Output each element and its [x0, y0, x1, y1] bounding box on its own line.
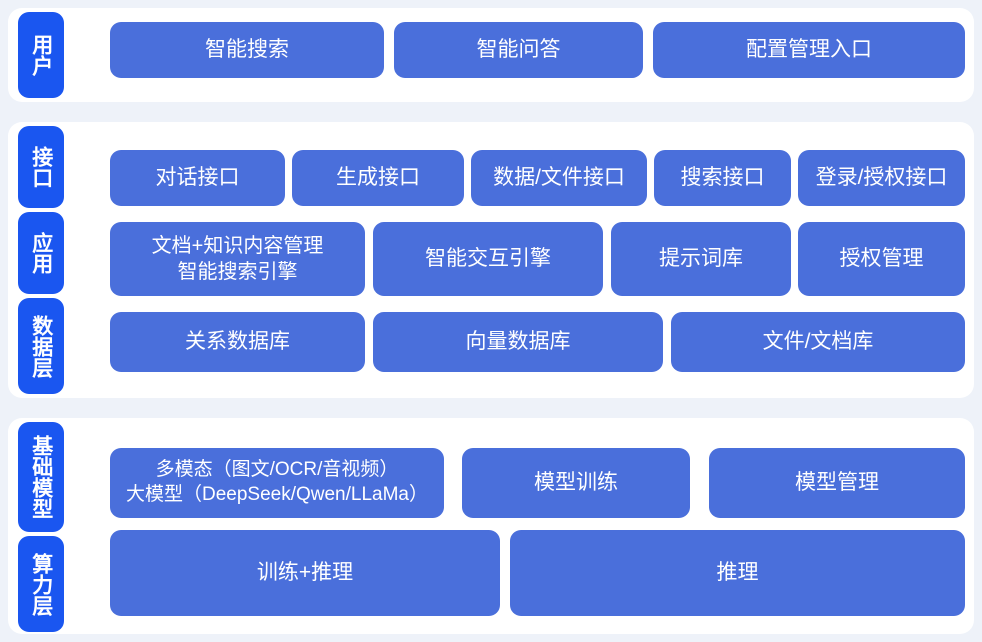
layer-tag-interface-label: 接口: [29, 146, 53, 188]
box-login-auth-interface-label: 登录/授权接口: [815, 166, 948, 190]
layer-tag-application-label: 应用: [29, 232, 53, 274]
box-dialog-interface[interactable]: 对话接口: [110, 150, 285, 206]
box-vector-database-label: 向量数据库: [465, 330, 571, 354]
box-inference-label: 推理: [716, 561, 759, 585]
box-smart-search[interactable]: 智能搜索: [110, 22, 384, 78]
box-relational-database-label: 关系数据库: [185, 330, 290, 354]
layer-tag-interface: 接口: [18, 126, 64, 208]
layer-tag-compute-label: 算力层: [29, 552, 53, 616]
box-file-document-store-label: 文件/文档库: [762, 330, 874, 354]
layer-tag-user-label: 用户: [29, 34, 53, 76]
layer-tag-application: 应用: [18, 212, 64, 294]
box-doc-knowledge-management-line2: 智能搜索引擎: [177, 261, 298, 283]
box-doc-knowledge-management[interactable]: 文档+知识内容管理 智能搜索引擎: [110, 222, 365, 296]
box-data-file-interface-label: 数据/文件接口: [493, 166, 625, 190]
box-smart-interaction-engine[interactable]: 智能交互引擎: [373, 222, 603, 296]
box-dialog-interface-label: 对话接口: [155, 166, 240, 190]
box-generation-interface-label: 生成接口: [336, 166, 420, 190]
box-authorization-management[interactable]: 授权管理: [798, 222, 965, 296]
box-model-management[interactable]: 模型管理: [709, 448, 965, 518]
layer-tag-foundation-model-label: 基础模型: [29, 435, 53, 519]
layer-tag-data: 数据层: [18, 298, 64, 394]
layer-tag-data-label: 数据层: [29, 314, 53, 378]
box-smart-qa[interactable]: 智能问答: [394, 22, 643, 78]
box-file-document-store[interactable]: 文件/文档库: [671, 312, 965, 372]
box-login-auth-interface[interactable]: 登录/授权接口: [798, 150, 965, 206]
box-smart-search-label: 智能搜索: [205, 38, 289, 62]
layer-tag-compute: 算力层: [18, 536, 64, 632]
box-multimodal-large-model[interactable]: 多模态（图文/OCR/音视频） 大模型（DeepSeek/Qwen/LLaMa）: [110, 448, 444, 518]
box-training-inference[interactable]: 训练+推理: [110, 530, 500, 616]
box-smart-qa-label: 智能问答: [476, 38, 561, 62]
box-multimodal-large-model-line1: 多模态（图文/OCR/音视频）: [155, 459, 399, 481]
box-doc-knowledge-management-line1: 文档+知识内容管理: [151, 235, 324, 257]
box-relational-database[interactable]: 关系数据库: [110, 312, 365, 372]
box-prompt-library-label: 提示词库: [659, 247, 743, 271]
box-inference[interactable]: 推理: [510, 530, 965, 616]
box-model-training[interactable]: 模型训练: [462, 448, 690, 518]
box-model-training-label: 模型训练: [534, 471, 618, 495]
box-authorization-management-label: 授权管理: [839, 247, 924, 271]
box-config-management-entry[interactable]: 配置管理入口: [653, 22, 965, 78]
box-training-inference-label: 训练+推理: [256, 561, 354, 585]
box-search-interface[interactable]: 搜索接口: [654, 150, 791, 206]
layer-tag-foundation-model: 基础模型: [18, 422, 64, 532]
box-multimodal-large-model-line2: 大模型（DeepSeek/Qwen/LLaMa）: [125, 484, 428, 505]
box-vector-database[interactable]: 向量数据库: [373, 312, 663, 372]
box-model-management-label: 模型管理: [795, 471, 879, 495]
box-search-interface-label: 搜索接口: [680, 166, 765, 190]
box-generation-interface[interactable]: 生成接口: [292, 150, 464, 206]
box-data-file-interface[interactable]: 数据/文件接口: [471, 150, 647, 206]
box-smart-interaction-engine-label: 智能交互引擎: [425, 247, 551, 271]
box-prompt-library[interactable]: 提示词库: [611, 222, 791, 296]
layer-tag-user: 用户: [18, 12, 64, 98]
box-config-management-entry-label: 配置管理入口: [746, 38, 872, 62]
